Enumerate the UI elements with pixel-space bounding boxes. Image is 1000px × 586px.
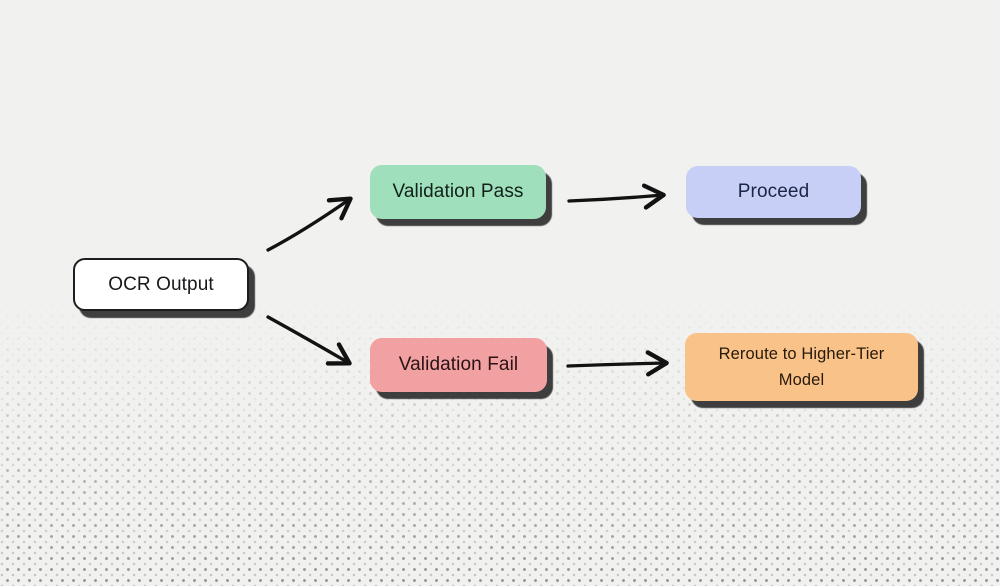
node-validation-fail-label: Validation Fail — [398, 354, 519, 375]
edge-pass-to-proceed — [567, 183, 666, 210]
edge-ocr-to-fail — [266, 315, 352, 366]
node-reroute-higher-tier-model-label: Reroute to Higher-Tier Model — [718, 345, 885, 389]
node-reroute-higher-tier-model: Reroute to Higher-Tier Model — [685, 333, 918, 401]
edge-fail-to-reroute — [566, 350, 669, 377]
edge-ocr-to-pass — [266, 196, 353, 252]
node-validation-pass: Validation Pass — [370, 165, 546, 219]
node-proceed-label: Proceed — [737, 181, 810, 202]
node-ocr-output: OCR Output — [73, 258, 249, 311]
node-ocr-output-label: OCR Output — [108, 273, 214, 295]
node-validation-pass-label: Validation Pass — [392, 181, 524, 202]
node-proceed: Proceed — [686, 166, 861, 218]
node-validation-fail: Validation Fail — [370, 338, 547, 392]
